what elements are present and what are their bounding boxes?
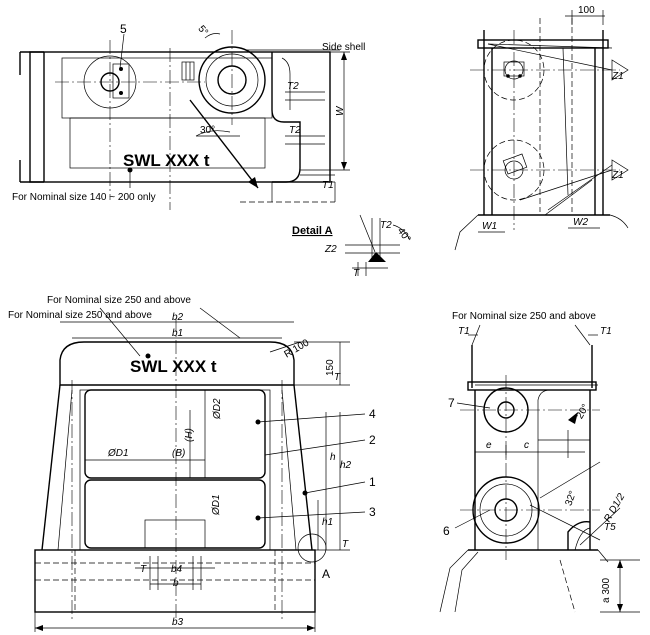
dim-t-low: T [140, 564, 147, 575]
dim-od1-horizontal: ØD1 [107, 448, 129, 459]
dim-h2: h2 [340, 460, 352, 471]
dim-t1-a: T1 [322, 180, 334, 191]
dim-z1-a: Z1 [611, 71, 624, 82]
dim-t2-detail: T2 [380, 220, 392, 231]
dim-t-front: T [334, 372, 341, 383]
label-a: A [322, 567, 330, 581]
side-shell-outline [271, 52, 301, 183]
dim-h: h [330, 452, 336, 463]
callout-6: 6 [443, 524, 450, 538]
dim-t5: T5 [604, 522, 616, 533]
dim-z2: Z2 [324, 244, 337, 255]
dim-c: c [524, 440, 529, 451]
callout-5: 5 [120, 22, 127, 36]
callout-3: 3 [369, 505, 376, 519]
dim-b1: b1 [172, 328, 183, 339]
dim-angle-30: 30° [200, 125, 215, 136]
dim-b4: b4 [171, 564, 183, 575]
front-top-cap [59, 341, 295, 386]
dim-a300: a 300 [601, 578, 612, 603]
front-base [34, 549, 316, 613]
dim-t1-side-left: T1 [458, 326, 470, 337]
label-swl-plan: SWL XXX t [123, 151, 210, 170]
dim-t2-a: T2 [287, 81, 299, 92]
detail-a [345, 214, 411, 276]
dim-t-detail: T [353, 268, 360, 279]
note-nominal-140-200: For Nominal size 140 ~ 200 only [12, 192, 156, 203]
dim-b3: b3 [172, 617, 184, 628]
dim-t-front-2: T [342, 539, 349, 550]
dim-r100: R 100 [282, 337, 311, 360]
dim-w: W [335, 105, 346, 116]
dim-b-paren: (B) [172, 448, 185, 459]
dim-100: 100 [578, 5, 595, 16]
callout-4: 4 [369, 407, 376, 421]
dim-150: 150 [325, 359, 336, 376]
plan-base-plate [29, 51, 331, 183]
label-detail-a: Detail A [292, 225, 333, 237]
dim-b2: b2 [172, 312, 184, 323]
dim-w2: W2 [573, 217, 588, 228]
label-side-shell: Side shell [322, 42, 365, 53]
dim-t1-side-right: T1 [600, 326, 612, 337]
dim-b: b [173, 578, 179, 589]
side-view-upper [454, 10, 629, 251]
dim-w1: W1 [482, 221, 497, 232]
note-nominal-250-c: For Nominal size 250 and above [452, 311, 596, 322]
dim-t2-b: T2 [289, 125, 301, 136]
roller-3-body [84, 479, 266, 549]
dim-angle-32: 32° [563, 489, 579, 507]
note-nominal-250-a: For Nominal size 250 and above [47, 295, 191, 306]
dim-e: e [486, 440, 492, 451]
dim-h1: h1 [322, 517, 333, 528]
callout-2: 2 [369, 433, 376, 447]
dim-rd1-2: R D1/2 [602, 491, 627, 524]
callout-7: 7 [448, 396, 455, 410]
dim-angle-40: 40° [395, 226, 413, 245]
side-view-lower [439, 324, 640, 613]
label-swl-front: SWL XXX t [130, 357, 217, 376]
callout-1: 1 [369, 475, 376, 489]
dim-angle-20: 20° [575, 402, 592, 421]
front-view [34, 307, 366, 632]
roller-4-body [84, 389, 266, 479]
dim-h-paren: (H) [184, 428, 195, 442]
dim-od1-vertical: ØD1 [211, 494, 222, 516]
dim-z1-b: Z1 [611, 170, 624, 181]
note-nominal-250-b: For Nominal size 250 and above [8, 310, 152, 321]
dim-od2: ØD2 [212, 398, 223, 420]
plan-view [19, 30, 350, 210]
